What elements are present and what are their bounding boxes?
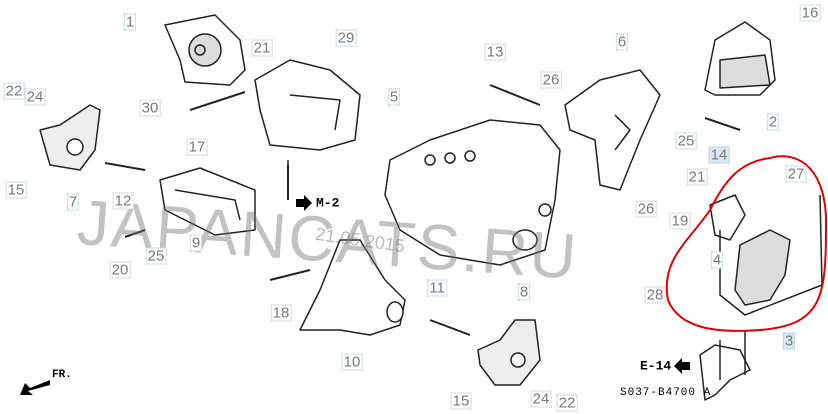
part-label[interactable]: 21 — [251, 39, 273, 57]
part-label[interactable]: 13 — [484, 43, 506, 61]
part-label[interactable]: 20 — [109, 261, 131, 279]
part-label[interactable]: 8 — [517, 283, 531, 301]
diagram-code: S037-B4700 A — [620, 387, 712, 399]
part-label[interactable]: 22 — [3, 82, 25, 100]
part-7-mount — [39, 104, 101, 171]
part-label[interactable]: 17 — [186, 138, 208, 156]
m2-arrow-icon — [296, 195, 312, 211]
part-label[interactable]: 26 — [635, 200, 657, 218]
part-label[interactable]: 7 — [66, 193, 80, 211]
front-label: FR. — [52, 369, 72, 381]
part-label-highlighted[interactable]: 3 — [782, 332, 796, 350]
part-label[interactable]: 9 — [189, 234, 203, 252]
part-1-engine-mount — [164, 14, 246, 86]
part-label[interactable]: 4 — [710, 251, 724, 269]
highlight-outline — [665, 155, 828, 332]
part-label[interactable]: 22 — [556, 394, 578, 412]
part-label[interactable]: 16 — [799, 4, 821, 22]
part-label[interactable]: 25 — [675, 132, 697, 150]
part-label[interactable]: 21 — [686, 168, 708, 186]
part-label-highlighted[interactable]: 14 — [708, 146, 730, 164]
part-label[interactable]: 24 — [24, 88, 46, 106]
part-9-stopper — [159, 167, 256, 236]
part-5-bracket — [254, 59, 361, 200]
part-4-mount — [709, 194, 823, 316]
part-label[interactable]: 6 — [615, 33, 629, 51]
part-label[interactable]: 18 — [270, 304, 292, 322]
part-10-bracket — [299, 239, 406, 336]
part-label[interactable]: 29 — [335, 29, 357, 47]
part-label[interactable]: 30 — [139, 99, 161, 117]
part-label[interactable]: 5 — [387, 88, 401, 106]
part-label[interactable]: 11 — [427, 279, 447, 297]
bolts — [104, 84, 741, 336]
ref-m2[interactable]: M-2 — [316, 195, 340, 211]
part-6-bracket — [564, 69, 661, 191]
part-label[interactable]: 24 — [530, 390, 552, 408]
front-arrow-icon — [20, 380, 50, 395]
part-label[interactable]: 10 — [341, 353, 363, 371]
part-label[interactable]: 28 — [644, 286, 666, 304]
e14-arrow-icon — [674, 358, 690, 374]
e14-bracket — [699, 330, 751, 401]
ref-e14[interactable]: E-14 — [640, 358, 672, 374]
part-label[interactable]: 2 — [766, 113, 780, 131]
part-label[interactable]: 19 — [669, 212, 691, 230]
part-label[interactable]: 26 — [540, 71, 562, 89]
part-label[interactable]: 1 — [123, 13, 137, 31]
part-label[interactable]: 15 — [5, 181, 27, 199]
engine-block — [384, 119, 561, 266]
part-label[interactable]: 12 — [112, 192, 134, 210]
part-label[interactable]: 27 — [785, 165, 807, 183]
part-8-mount — [477, 319, 541, 386]
part-2-mount — [704, 21, 776, 96]
part-label[interactable]: 25 — [145, 247, 167, 265]
part-label[interactable]: 15 — [450, 392, 472, 410]
